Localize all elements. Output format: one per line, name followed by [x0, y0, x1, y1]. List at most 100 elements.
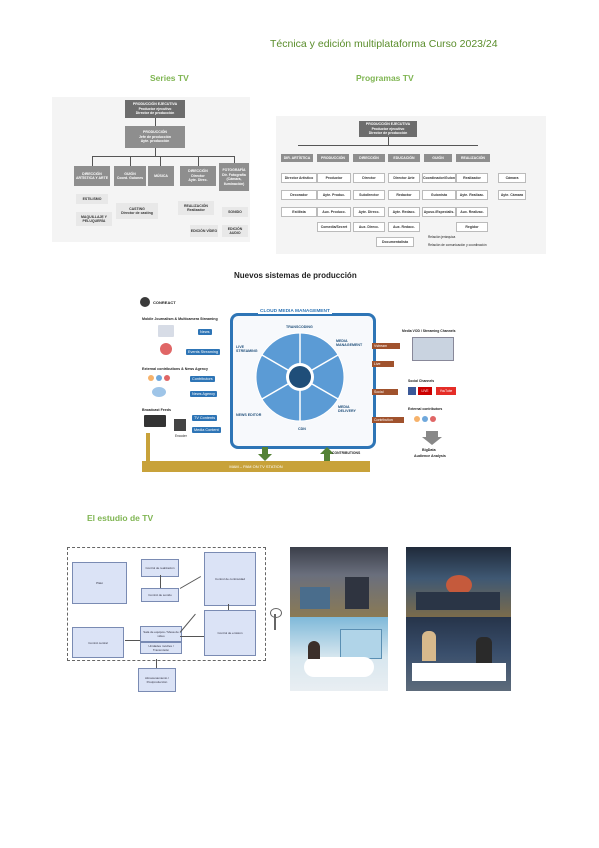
prog-r1-0: Director Artístico: [281, 173, 317, 183]
facebook-icon: [408, 387, 416, 395]
live-badge-icon: LIVE: [418, 387, 432, 395]
prog-col-3: EDUCACIÓN: [388, 154, 420, 162]
arrow-contribution: Contribution: [372, 417, 404, 423]
mobile-label: Mobile Journalism & Multicamera Streamin…: [142, 317, 218, 321]
encoder-label: Encoder: [175, 434, 187, 438]
series-node-estilismo: ESTILISMO: [76, 194, 108, 204]
news-agency-pill: News Agency: [190, 391, 218, 397]
connector-line: [156, 659, 157, 668]
series-node-musica: MÚSICA: [148, 166, 174, 186]
page-header-title: Técnica y edición multiplataforma Curso …: [270, 38, 498, 50]
tv-contents-pill: TV Contents: [192, 415, 218, 421]
seg-media-delivery: MEDIA DELIVERY: [338, 405, 356, 413]
studio-box-central: Control central: [72, 627, 124, 658]
series-node-prod-sub1: Jefe de producción: [138, 134, 172, 139]
arrow-social: Social: [372, 389, 398, 395]
laptop-icon: [158, 325, 174, 337]
studio-box-sonido: Control de sonido: [141, 588, 179, 602]
arrow-live: Live: [372, 361, 394, 367]
series-node-prod-sub2: Ayte. producción: [140, 139, 170, 144]
seg-media-management: MEDIA MANAGEMENT: [336, 339, 363, 347]
prog-r2-6: Ayte. Cámara: [498, 190, 526, 200]
series-node-top: PRODUCCIÓN EJECUTIVA Productor ejecutivo…: [125, 100, 185, 118]
studio-photo-3: [290, 617, 388, 691]
out-ext-label: External contributors: [408, 407, 443, 411]
seg-news-editor: NEWS EDITOR: [236, 413, 262, 417]
prog-r1-3: Director Arte: [388, 173, 420, 183]
big-data-arrow-icon: [422, 431, 442, 445]
devices-icon: [412, 337, 454, 361]
broadcast-feeds-label: Broadcast Feeds: [142, 408, 171, 412]
conreact-logo-icon: [140, 297, 150, 307]
cloud-media-diagram: CONREACT Mobile Journalism & Multicamera…: [140, 293, 470, 473]
prog-r4-1: Aux. Direcc.: [353, 222, 385, 232]
mam-bar: MAM – PAM ON TV STATION: [142, 461, 370, 472]
prog-r1-6: Cámara: [498, 173, 526, 183]
up-green-arrow-icon: [320, 447, 334, 461]
prog-r2-4: Guionista: [422, 190, 456, 200]
people-icon: [148, 373, 176, 383]
prog-r1-5: Realizador: [456, 173, 488, 183]
cloud-title: CLOUD MEDIA MANAGEMENT: [258, 309, 332, 314]
prog-legend-1: Relación jerárquica: [428, 235, 456, 239]
series-node-edicion-audio: EDICIÓN AUDIO: [222, 225, 248, 237]
series-node-edicion-video: EDICIÓN VÍDEO: [190, 225, 218, 237]
prog-col-2: DIRECCIÓN: [353, 154, 385, 162]
arrow-vstream: Vstream: [372, 343, 400, 349]
studio-box-almacenamiento: Almacenamiento / Postproducción: [138, 668, 176, 692]
out-big2-label: Audience Analysis: [414, 454, 446, 458]
studio-box-moviles: Unidades móviles / Transmisión: [140, 642, 182, 654]
prog-r1-1: Productor: [317, 173, 351, 183]
contributions-label: CONTRIBUTIONS: [332, 451, 361, 455]
down-green-arrow-icon: [258, 447, 272, 461]
conreact-logo-text: CONREACT: [153, 300, 176, 305]
series-node-top-label: PRODUCCIÓN EJECUTIVA: [132, 102, 178, 107]
series-tv-org-chart: PRODUCCIÓN EJECUTIVA Productor ejecutivo…: [52, 97, 250, 242]
youtube-icon: YouTube: [436, 387, 456, 395]
section-title-nuevos-sistemas: Nuevos sistemas de producción: [234, 271, 357, 280]
prog-r2-1: Ayte. Produc.: [317, 190, 351, 200]
prog-r2-5: Ayte. Realizac.: [456, 190, 488, 200]
prog-r3-3: Ayte. Redacc.: [388, 207, 420, 217]
series-node-top-sub2: Director de producción: [135, 111, 175, 116]
prog-r5: Documentalista: [376, 237, 414, 247]
series-node-prod-label: PRODUCCIÓN: [143, 130, 167, 135]
section-title-programas-tv: Programas TV: [356, 73, 414, 83]
prog-r3-5: Aux. Realizac.: [456, 207, 488, 217]
media-content-pill: Media Content: [192, 427, 221, 433]
series-node-maquillaje: MAQUILLAJE Y PELUQUERÍA: [76, 212, 112, 226]
studio-box-plato: Plató: [72, 562, 127, 604]
prog-r3-0: Estilista: [281, 207, 317, 217]
programas-tv-org-chart: PRODUCCIÓN EJECUTIVA Productor ejecutivo…: [276, 116, 546, 254]
prog-r1-4: Coordinador/Guion: [422, 173, 456, 183]
antenna-icon: [268, 608, 282, 630]
series-node-sonido: SONIDO: [222, 207, 248, 217]
studio-photo-1: [290, 547, 388, 617]
events-streaming-pill: Events Streaming: [186, 349, 220, 355]
section-title-estudio: El estudio de TV: [87, 513, 154, 523]
studio-photo-2: [406, 547, 511, 617]
news-pill: News: [198, 329, 212, 335]
prog-r4-0: Comedia/Secret: [317, 222, 351, 232]
studio-box-emision: Control de emisión: [204, 610, 256, 656]
studio-box-continuidad: Control de continuidad: [204, 552, 256, 606]
out-vod-label: Media VOD / Streaming Channels: [402, 329, 456, 333]
camera-phone-icon: [160, 343, 172, 355]
prog-node-top: PRODUCCIÓN EJECUTIVA Productor ejecutivo…: [359, 121, 417, 137]
prog-r2-3: Redactor: [388, 190, 420, 200]
prog-r4-2: Aux. Redacc.: [388, 222, 420, 232]
prog-r2-0: Decorador: [281, 190, 317, 200]
series-node-produccion: PRODUCCIÓN Jefe de producción Ayte. prod…: [125, 126, 185, 148]
prog-r3-2: Ayte. Direcc.: [353, 207, 385, 217]
prog-r3-4: Ayuso./Especialis.: [422, 207, 456, 217]
out-social-label: Social Channels: [408, 379, 435, 383]
section-title-series-tv: Series TV: [150, 73, 189, 83]
studio-photo-4: [406, 617, 511, 691]
ext-people-icon: [414, 414, 444, 424]
seg-live-streaming: LIVE STREAMING: [236, 345, 258, 353]
prog-r4-3: Regidor: [456, 222, 488, 232]
studio-block-diagram: Plató Control de realización Control de …: [67, 547, 266, 661]
